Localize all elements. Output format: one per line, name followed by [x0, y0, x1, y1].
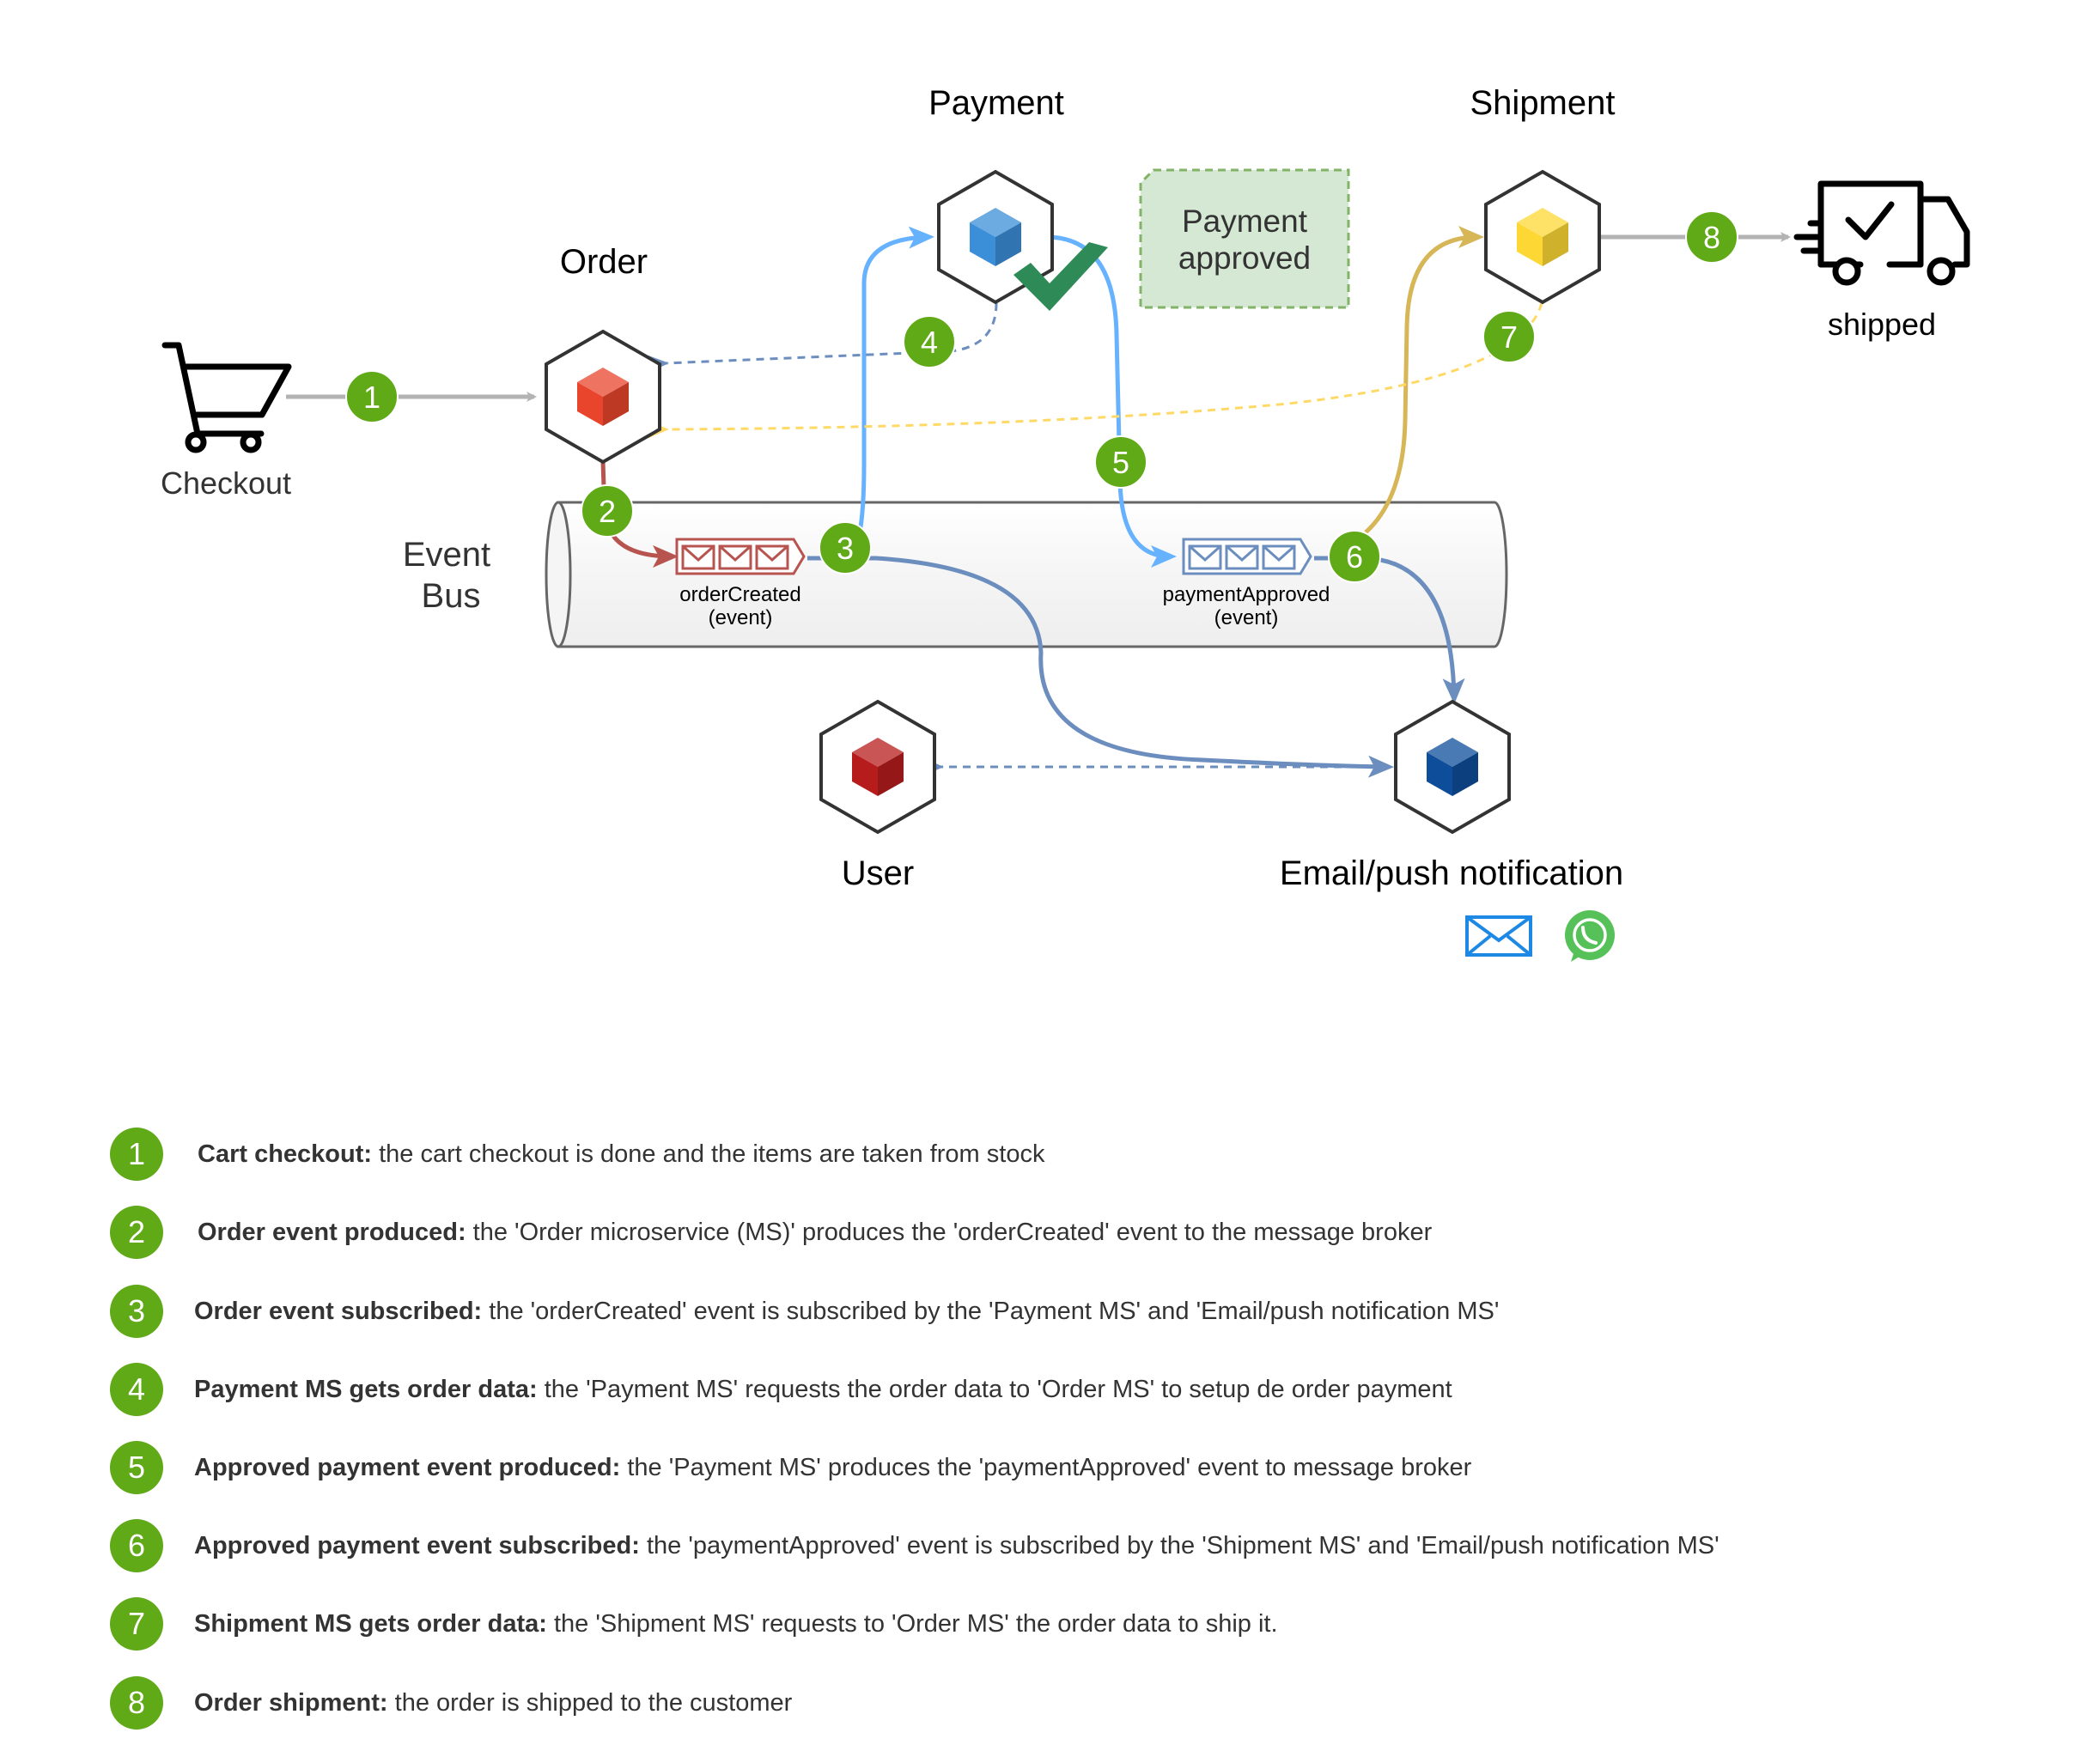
cart-icon — [161, 342, 292, 453]
legend-description: Approved payment event produced: the 'Pa… — [194, 1454, 1471, 1482]
user-service-label: User — [842, 854, 914, 892]
whatsapp-icon — [1565, 910, 1615, 962]
step-badge-3: 3 — [819, 521, 872, 574]
legend-step-badge: 1 — [110, 1128, 163, 1181]
message-envelope-icon — [1188, 544, 1296, 570]
user-service-node — [819, 699, 936, 835]
legend-item-6: 6 Approved payment event subscribed: the … — [110, 1518, 1720, 1573]
email-icon — [1465, 915, 1532, 957]
legend-item-8: 8 Order shipment: the order is shipped to… — [110, 1675, 792, 1730]
notification-service-node — [1394, 699, 1511, 835]
step-badge-6: 6 — [1328, 530, 1381, 583]
payment-approved-note-line2: approved — [1178, 240, 1311, 276]
flow-subscribe-notification-a — [807, 556, 1394, 778]
payment-approved-event-name: paymentApproved — [1163, 583, 1330, 606]
step-badge-label: 7 — [1500, 319, 1518, 355]
legend-step-badge: 6 — [110, 1519, 163, 1572]
legend-title: Order shipment: — [194, 1688, 388, 1717]
legend-description: Payment MS gets order data: the 'Payment… — [194, 1376, 1452, 1404]
legend-text: the cart checkout is done and the items … — [372, 1140, 1045, 1168]
legend-description: Approved payment event subscribed: the '… — [194, 1532, 1720, 1560]
legend-text: the order is shipped to the customer — [387, 1688, 793, 1717]
legend-title: Approved payment event produced: — [194, 1453, 621, 1481]
legend-text: the 'Payment MS' requests the order data… — [537, 1375, 1452, 1403]
step-badge-label: 1 — [363, 380, 380, 415]
legend-item-7: 7 Shipment MS gets order data: the 'Shipm… — [110, 1596, 1278, 1651]
legend-step-badge: 7 — [110, 1597, 163, 1651]
legend-title: Order event subscribed: — [194, 1297, 483, 1325]
step-badge-label: 2 — [599, 494, 616, 529]
checkmark-icon — [1013, 242, 1108, 311]
step-badge-8: 8 — [1685, 210, 1738, 264]
legend-description: Cart checkout: the cart checkout is done… — [198, 1140, 1044, 1169]
legend-text: the 'Payment MS' produces the 'paymentAp… — [620, 1453, 1472, 1481]
legend-description: Order shipment: the order is shipped to … — [194, 1689, 792, 1717]
notification-service-label: Email/push notification — [1280, 854, 1623, 892]
step-badge-label: 6 — [1346, 539, 1363, 574]
flow-payment-requests-order — [648, 302, 998, 373]
payment-approved-note-line1: Payment — [1182, 204, 1308, 239]
step-badge-label: 3 — [837, 531, 854, 566]
step-badge-7: 7 — [1482, 310, 1536, 363]
truck-icon — [1793, 180, 1970, 286]
legend-description: Shipment MS gets order data: the 'Shipme… — [194, 1610, 1278, 1638]
cube-icon — [970, 208, 1021, 266]
legend-text: the 'orderCreated' event is subscribed b… — [482, 1297, 1500, 1325]
message-envelope-icon — [681, 544, 789, 570]
legend-title: Shipment MS gets order data: — [194, 1609, 547, 1638]
payment-approved-event-type: (event) — [1214, 606, 1279, 629]
order-created-event-type: (event) — [709, 606, 773, 629]
payment-approved-note — [1139, 168, 1350, 309]
step-badge-2: 2 — [581, 484, 634, 538]
legend-step-badge: 5 — [110, 1441, 163, 1494]
legend-description: Order event subscribed: the 'orderCreate… — [194, 1298, 1499, 1326]
event-bus-label-line1: Event — [403, 536, 490, 574]
legend-text: the 'paymentApproved' event is subscribe… — [639, 1531, 1720, 1559]
legend-item-4: 4 Payment MS gets order data: the 'Paymen… — [110, 1362, 1452, 1417]
order-created-event — [675, 538, 806, 575]
legend-step-badge: 8 — [110, 1676, 163, 1730]
step-badge-4: 4 — [903, 315, 956, 368]
cube-icon — [1427, 738, 1478, 796]
legend-description: Order event produced: the 'Order microse… — [198, 1219, 1432, 1247]
shipment-service-label: Shipment — [1470, 84, 1616, 122]
legend-title: Order event produced: — [198, 1218, 466, 1246]
legend-item-2: 2 Order event produced: the 'Order micros… — [110, 1205, 1432, 1260]
legend-step-badge: 2 — [110, 1206, 163, 1259]
checkout-label: Checkout — [161, 465, 291, 501]
order-service-label: Order — [560, 243, 648, 281]
step-badge-label: 5 — [1112, 445, 1129, 480]
legend-item-3: 3 Order event subscribed: the 'orderCreat… — [110, 1284, 1499, 1339]
legend-title: Approved payment event subscribed: — [194, 1531, 640, 1559]
legend-title: Payment MS gets order data: — [194, 1375, 538, 1403]
legend-step-badge: 3 — [110, 1285, 163, 1338]
order-created-event-name: orderCreated — [679, 583, 800, 606]
shipped-label: shipped — [1828, 307, 1936, 342]
legend-step-badge: 4 — [110, 1363, 163, 1416]
legend-item-5: 5 Approved payment event produced: the 'P… — [110, 1440, 1471, 1495]
flow-subscribe-shipment — [1364, 226, 1484, 534]
payment-approved-event — [1182, 538, 1312, 575]
legend-title: Cart checkout: — [198, 1140, 373, 1168]
payment-service-label: Payment — [928, 84, 1064, 122]
flow-payment-approved — [1045, 234, 1177, 568]
step-badge-label: 8 — [1703, 220, 1720, 255]
cube-icon — [577, 368, 629, 426]
legend-item-1: 1 Cart checkout: the cart checkout is don… — [110, 1127, 1044, 1182]
event-bus-label-line2: Bus — [422, 577, 481, 615]
step-badge-label: 4 — [921, 325, 938, 360]
order-service-node — [545, 329, 661, 465]
cube-icon — [852, 738, 904, 796]
cube-icon — [1517, 208, 1568, 266]
step-badge-1: 1 — [345, 370, 399, 423]
step-badge-5: 5 — [1094, 435, 1147, 489]
shipment-service-node — [1484, 169, 1601, 305]
legend-text: the 'Shipment MS' requests to 'Order MS'… — [546, 1609, 1278, 1638]
legend-text: the 'Order microservice (MS)' produces t… — [466, 1218, 1433, 1246]
